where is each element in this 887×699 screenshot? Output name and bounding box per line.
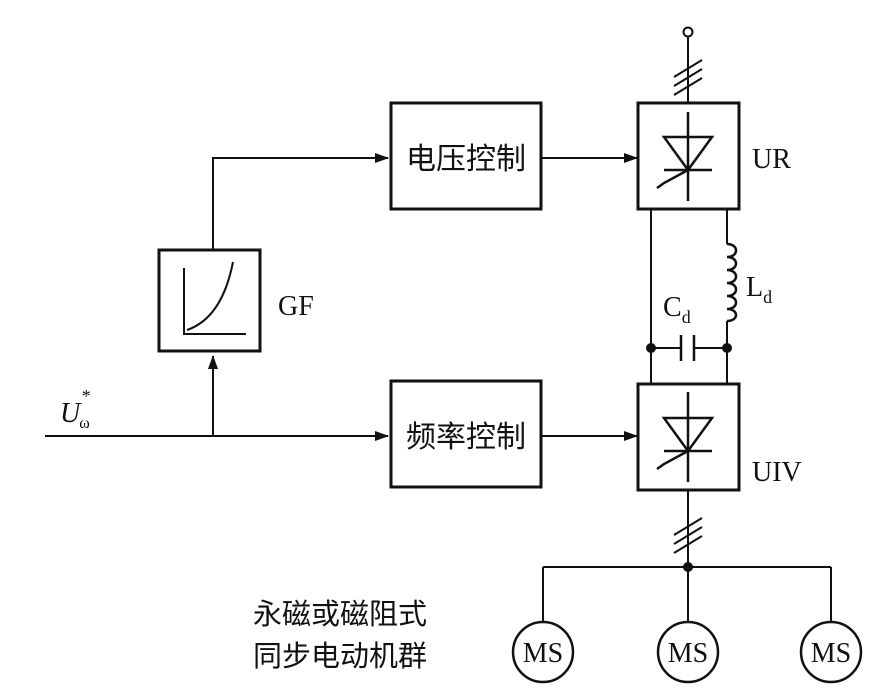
frequency-control-label: 频率控制 [406,420,526,455]
capacitor-symbol [679,335,696,361]
ac-supply-terminal [673,26,703,103]
gf-to-voltage-line [212,153,389,250]
motor-3: MS [799,620,863,684]
motor-label: MS [811,638,851,669]
inductor-label: Ld [746,272,772,307]
load-caption-line-1: 永磁或磁阻式 [253,597,427,631]
motor-label: MS [668,638,708,669]
gf-label: GF [278,291,314,322]
voltage-control-label: 电压控制 [406,142,526,177]
motor-bus [542,490,832,622]
junction-dot [646,343,656,353]
motor-label: MS [523,638,563,669]
motor-2: MS [656,620,720,684]
load-caption-line-2: 同步电动机群 [253,639,427,673]
ur-thyristor-icon [656,112,715,201]
frequency-control-block [389,379,543,489]
gf-block [157,248,262,353]
gf-curve-icon [183,261,246,335]
motor-1: MS [511,620,575,684]
junction-dot [683,562,693,572]
uiv-thyristor-icon [656,392,715,482]
uiv-label: UIV [752,457,802,488]
ur-label: UR [752,144,791,175]
input-label: Uω* [60,386,91,432]
voltage-control-block [389,101,543,211]
capacitor-label: Cd [663,292,691,327]
dc-link [650,209,728,384]
inductor-coil [726,242,738,323]
junction-dot [722,343,732,353]
